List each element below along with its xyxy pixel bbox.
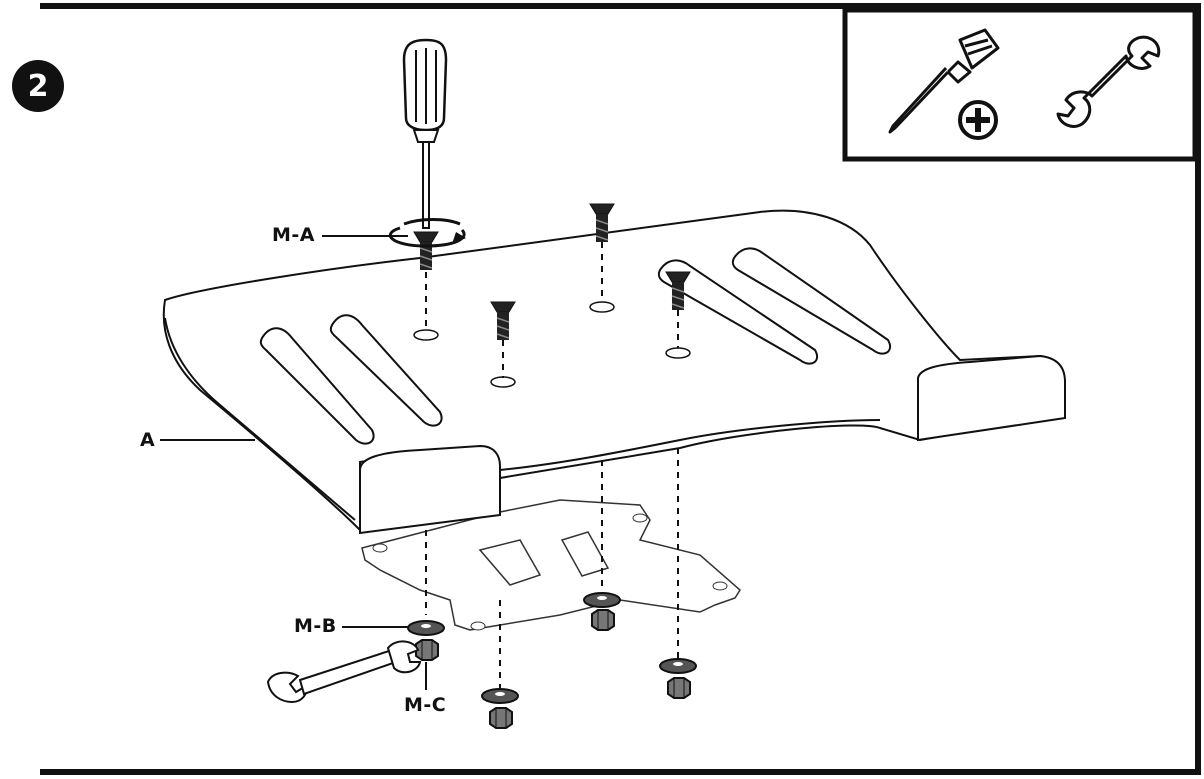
screw xyxy=(665,271,691,310)
nuts xyxy=(415,609,691,729)
label-plate: A xyxy=(140,429,156,451)
nut xyxy=(667,677,691,699)
washer xyxy=(659,658,697,674)
nut xyxy=(489,707,513,729)
tray-plate xyxy=(162,209,1066,535)
label-washer: M-B xyxy=(294,615,337,637)
washer xyxy=(481,688,519,704)
screw xyxy=(589,203,615,242)
leader-lines xyxy=(160,235,427,690)
diagram-frame xyxy=(40,3,1201,775)
phillips-screwdriver-icon xyxy=(888,28,1000,134)
screwdriver-illustration xyxy=(388,38,466,248)
label-screw: M-A xyxy=(272,224,315,246)
tools-box xyxy=(842,7,1198,162)
vesa-adapter-plate xyxy=(361,499,741,631)
screw xyxy=(490,301,516,340)
step-number-badge: 2 xyxy=(12,60,64,112)
nut xyxy=(591,609,615,631)
screw xyxy=(413,231,439,270)
nut xyxy=(415,639,439,661)
alignment-lines xyxy=(425,242,679,688)
label-nut: M-C xyxy=(404,694,447,716)
washer xyxy=(583,592,621,608)
wrench-icon xyxy=(1056,35,1161,128)
phillips-plus-icon xyxy=(958,100,998,140)
washer xyxy=(407,620,445,636)
wrench-illustration xyxy=(266,640,422,704)
screws xyxy=(413,203,691,340)
